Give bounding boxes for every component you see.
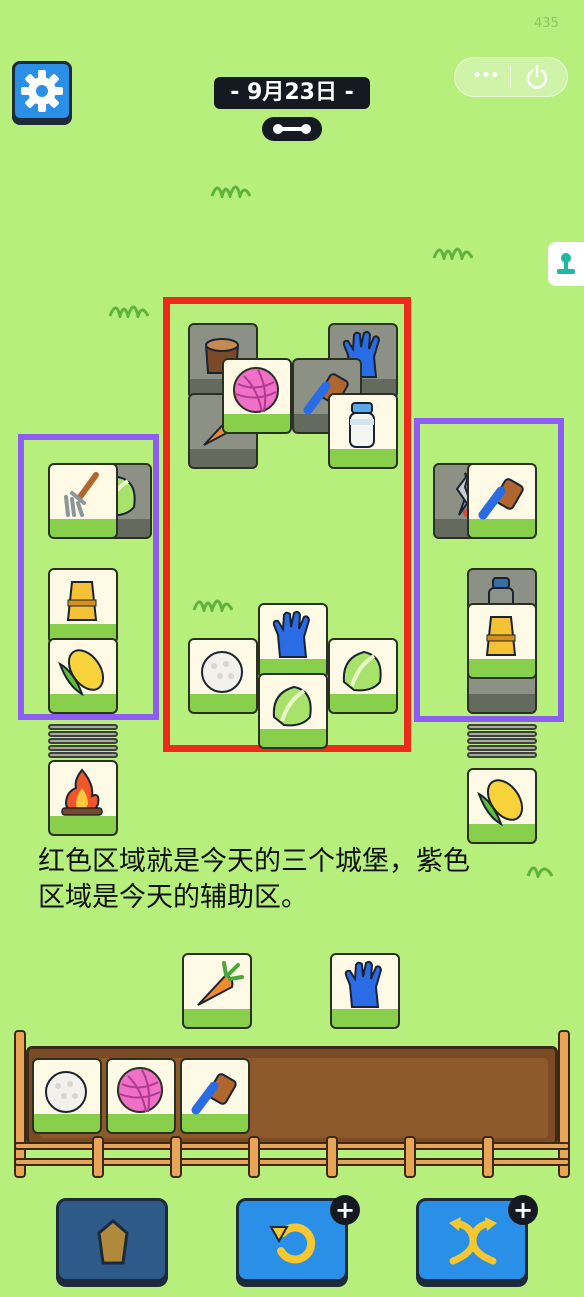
tile-glove[interactable] xyxy=(330,953,400,1031)
pull-out-icon xyxy=(97,1219,129,1265)
pitchfork-icon xyxy=(54,467,110,523)
tray-tile-yarn xyxy=(106,1058,176,1136)
right-helper-region-box xyxy=(414,418,564,722)
tile-campfire[interactable] xyxy=(48,760,118,838)
blue-glove-icon xyxy=(264,607,320,663)
tile-stack xyxy=(48,724,118,730)
tile-stack xyxy=(48,752,118,758)
grass-tuft xyxy=(526,866,554,878)
tile-yarn[interactable] xyxy=(222,358,292,436)
tile-carrot[interactable] xyxy=(182,953,252,1031)
side-helper-tab[interactable] xyxy=(548,242,584,286)
fence-post xyxy=(482,1136,494,1178)
tile-stack xyxy=(467,731,537,737)
tile-cabbage[interactable] xyxy=(328,638,398,716)
level-number: 435 xyxy=(534,16,559,31)
date-label: - 9月23日 - xyxy=(214,77,370,109)
progress-bone-icon xyxy=(262,117,322,141)
tray-tile-rice xyxy=(32,1058,102,1136)
rice-icon xyxy=(38,1062,94,1118)
wheat-icon xyxy=(54,572,110,628)
blue-glove-icon xyxy=(336,957,392,1013)
caption-line-1: 红色区域就是今天的三个城堡，紫色 xyxy=(38,846,470,877)
grass-tuft xyxy=(192,599,234,612)
mini-program-capsule xyxy=(454,57,568,97)
rice-icon xyxy=(194,642,250,698)
tile-cabbage[interactable] xyxy=(258,673,328,751)
remove-tiles-button[interactable] xyxy=(56,1198,168,1282)
more-button[interactable]: ••• xyxy=(472,68,500,84)
tile-stack xyxy=(467,745,537,751)
tile-wheat[interactable] xyxy=(467,603,537,681)
yarn-ball-icon xyxy=(112,1062,168,1118)
tile-pitchfork[interactable] xyxy=(48,463,118,541)
tray-tile-brush xyxy=(180,1058,250,1136)
undo-plus-badge: + xyxy=(330,1195,360,1225)
wheat-icon xyxy=(473,607,529,663)
settings-button[interactable] xyxy=(12,61,72,121)
fence-post xyxy=(326,1136,338,1178)
caption-text: 红色区域就是今天的三个城堡，紫色 区域是今天的辅助区。 xyxy=(38,844,558,916)
shuffle-icon xyxy=(449,1217,497,1265)
joystick-icon xyxy=(557,253,575,274)
fence-rail xyxy=(14,1158,570,1166)
campfire-icon xyxy=(54,764,110,820)
fence-post xyxy=(170,1136,182,1178)
blue-brush-icon xyxy=(186,1062,242,1118)
power-icon xyxy=(526,64,548,89)
corn-icon xyxy=(54,642,110,698)
undo-icon xyxy=(269,1223,316,1264)
tile-stack xyxy=(48,731,118,737)
grass-tuft xyxy=(210,185,252,198)
tile-glove[interactable] xyxy=(258,603,328,681)
tile-stack xyxy=(467,724,537,730)
cabbage-icon xyxy=(334,642,390,698)
fence-post xyxy=(404,1136,416,1178)
fence-post xyxy=(558,1030,570,1178)
caption-line-2: 区域是今天的辅助区。 xyxy=(38,882,308,913)
undo-button[interactable] xyxy=(236,1198,348,1282)
fence-post xyxy=(248,1136,260,1178)
tile-stack xyxy=(467,752,537,758)
gear-icon xyxy=(21,70,63,112)
tile-stack xyxy=(48,738,118,744)
grass-tuft xyxy=(108,305,150,318)
milk-bottle-icon xyxy=(334,397,390,453)
grass-tuft xyxy=(432,247,474,260)
shuffle-button[interactable] xyxy=(416,1198,528,1282)
tile-wheat[interactable] xyxy=(48,568,118,646)
tile-stack xyxy=(467,738,537,744)
tile-corn[interactable] xyxy=(467,768,537,846)
tile-brush[interactable] xyxy=(467,463,537,541)
cabbage-icon xyxy=(264,677,320,733)
tile-milk[interactable] xyxy=(328,393,398,471)
left-helper-region-box xyxy=(18,434,159,720)
carrot-icon xyxy=(188,957,244,1013)
fence-post xyxy=(92,1136,104,1178)
fence-post xyxy=(14,1030,26,1178)
power-button[interactable] xyxy=(522,63,552,91)
tile-rice[interactable] xyxy=(188,638,258,716)
yarn-ball-icon xyxy=(228,362,284,418)
fence-rail xyxy=(14,1142,570,1150)
tile-stack xyxy=(48,745,118,751)
corn-icon xyxy=(473,772,529,828)
shuffle-plus-badge: + xyxy=(508,1195,538,1225)
capsule-divider xyxy=(510,66,511,88)
tile-corn[interactable] xyxy=(48,638,118,716)
blue-brush-icon xyxy=(473,467,529,523)
